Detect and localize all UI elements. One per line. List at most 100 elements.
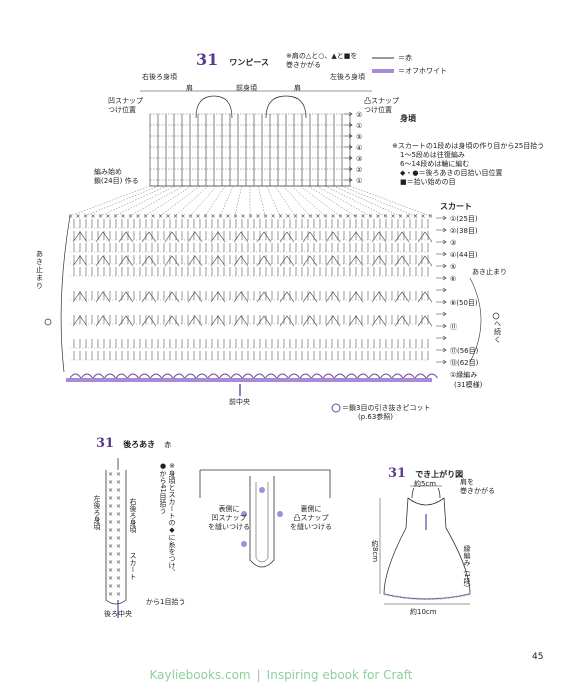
- strip-x: ×: [108, 551, 113, 558]
- snap-left-1: 凹スナップ: [108, 97, 143, 105]
- legend-swatches: [372, 57, 394, 73]
- dress-edging: [383, 593, 471, 600]
- skirt-arrow: [436, 311, 447, 317]
- shell-peak: [95, 315, 111, 327]
- shell-peak: [417, 255, 433, 267]
- label-shoulder-1: 肩: [186, 84, 193, 92]
- stitch-x: ×: [136, 213, 141, 220]
- dress-strap: [411, 487, 441, 499]
- skirt-arrow: [436, 275, 447, 281]
- skirt-row: ④: [450, 251, 457, 259]
- shell-peak: [325, 291, 341, 303]
- skirt-row: ①: [450, 215, 457, 223]
- shell-peak: [210, 255, 226, 267]
- edging-picot: [380, 373, 392, 379]
- skirt-row-count: (25目): [456, 215, 478, 223]
- edging-picot: [368, 373, 381, 379]
- back-start-pick: から1目拾う: [146, 598, 186, 606]
- strip-x: ×: [108, 527, 113, 534]
- stitch-x: ×: [391, 213, 396, 220]
- finished-top-width: 約5cm: [414, 480, 437, 488]
- fan-line: [234, 185, 242, 217]
- shell-peak: [371, 315, 387, 327]
- bodice-notes: ※スカートの1段めは身頃の作り目から25目拾う 1〜5段めは往復編み 6〜14段…: [392, 142, 544, 187]
- shell-peak: [164, 255, 180, 267]
- stitch-x: ×: [248, 213, 253, 220]
- edging-picot: [104, 373, 116, 379]
- skirt-row-count: (50目): [456, 299, 478, 307]
- shell-peak: [348, 315, 364, 327]
- strip-x: ×: [116, 495, 121, 502]
- shell-peak: [279, 231, 295, 243]
- strip-x: ×: [116, 559, 121, 566]
- strip-x: ×: [108, 487, 113, 494]
- shell-peak: [256, 315, 272, 327]
- skirt-arrow: [436, 323, 447, 329]
- strip-x: ×: [116, 527, 121, 534]
- snap-in-2: 凹スナップ: [211, 514, 247, 522]
- strip-x: ×: [108, 479, 113, 486]
- shell-peak: [279, 291, 295, 303]
- continue-bracket: [469, 277, 482, 363]
- back-right-label: 右後ろ身頃: [129, 498, 137, 533]
- edging-picot: [403, 373, 415, 379]
- strip-x: ×: [108, 559, 113, 566]
- stitch-x: ×: [406, 213, 411, 220]
- snap-in-1: 表側に: [218, 505, 240, 513]
- skirt-row: ③: [450, 239, 457, 247]
- shell-peak: [118, 315, 134, 327]
- fan-line: [189, 185, 217, 217]
- fan-line: [349, 185, 431, 217]
- finished-edge-note: 縁編み（1段）: [463, 545, 471, 592]
- edging-picot: [219, 373, 231, 379]
- footer-site[interactable]: Kayliebooks.com: [149, 668, 251, 682]
- edging-picot: [426, 373, 438, 379]
- stitch-x: ×: [106, 213, 111, 220]
- edging-picot: [288, 373, 300, 379]
- finished-shoulder-2: 巻きかがる: [460, 487, 495, 495]
- bodice-row: ②: [356, 111, 363, 119]
- stitch-x: ×: [398, 213, 403, 220]
- start-2: 鎖(24目) 作る: [94, 177, 139, 185]
- stitch-x: ×: [196, 213, 201, 220]
- shell-peak: [302, 315, 318, 327]
- shell-peak: [141, 291, 157, 303]
- shell-peak: [72, 231, 88, 243]
- strip-x: ×: [108, 543, 113, 550]
- strip-x: ×: [108, 519, 113, 526]
- snap-right-2: つけ位置: [364, 106, 392, 114]
- stitch-x: ×: [286, 213, 291, 220]
- shell-peak: [210, 231, 226, 243]
- edging-picot: [357, 373, 369, 379]
- shoulder-strap: [265, 95, 307, 119]
- fan-line: [219, 185, 234, 217]
- shell-peak: [302, 255, 318, 267]
- fan-line: [174, 185, 209, 217]
- fan-line: [129, 185, 184, 217]
- shell-peak: [302, 291, 318, 303]
- shell-peak: [187, 255, 203, 267]
- front-center-label: 前中央: [229, 398, 250, 406]
- skirt-row-count: (44目): [456, 251, 478, 259]
- edging-picot: [92, 373, 105, 379]
- shell-peak: [187, 291, 203, 303]
- shell-peak: [302, 231, 318, 243]
- bodice-note-4: ◆・●＝後ろあきの目拾い目位置: [400, 169, 503, 177]
- strip-x: ×: [116, 519, 121, 526]
- strip-x: ×: [116, 551, 121, 558]
- shell-peak: [325, 255, 341, 267]
- stitch-x: ×: [203, 213, 208, 220]
- fan-line: [159, 185, 201, 217]
- bodice-row: ③: [356, 155, 363, 163]
- skirt-row: ⑧: [450, 299, 457, 307]
- footer: Kayliebooks.com|Inspiring ebook for Craf…: [0, 668, 562, 690]
- shell-peak: [141, 315, 157, 327]
- strip-x: ×: [116, 591, 121, 598]
- label-shoulder-2: 肩: [294, 84, 301, 92]
- snap-frame: [199, 469, 331, 498]
- strip-x: ×: [116, 511, 121, 518]
- skirt-arrow: [436, 263, 447, 269]
- strip-x: ×: [108, 567, 113, 574]
- stitch-x: ×: [158, 213, 163, 220]
- note-line-2: 巻きかがる: [286, 61, 321, 69]
